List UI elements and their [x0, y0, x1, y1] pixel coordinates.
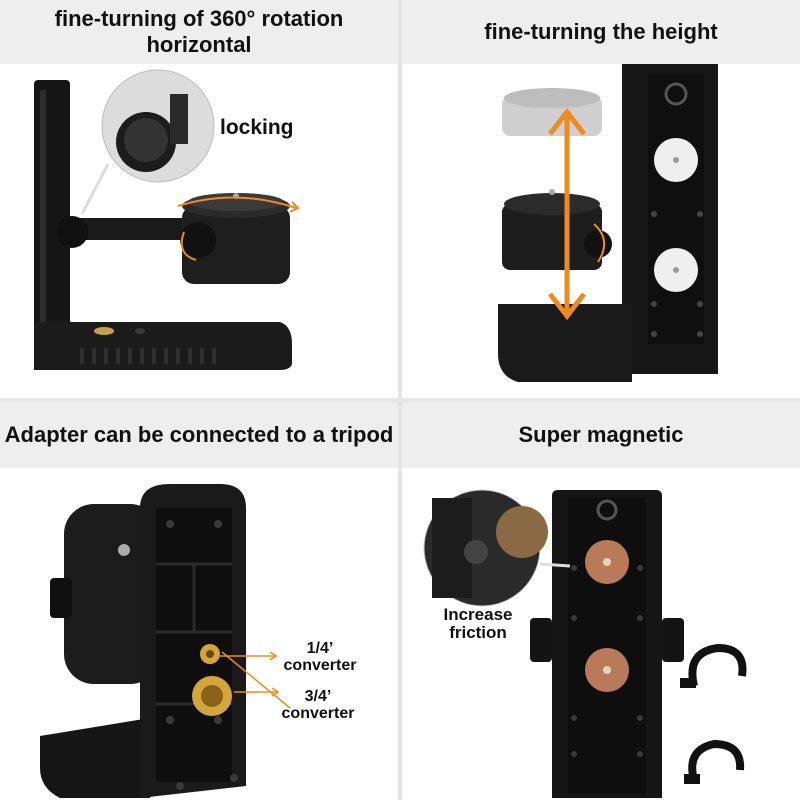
panel-header: Adapter can be connected to a tripod	[0, 402, 398, 468]
panel-header: fine-turning of 360° rotation horizontal	[0, 0, 398, 64]
panel-magnetic: Super magnetic	[402, 402, 800, 800]
panel-title: Super magnetic	[518, 422, 684, 447]
quarter-inch-converter-label: 1/4’ converter	[283, 640, 357, 674]
horseshoe-magnet-icon	[680, 643, 747, 688]
tripod-illustration	[0, 468, 398, 800]
panel-title: Adapter can be connected to a tripod	[4, 422, 394, 447]
locking-label: locking	[220, 116, 294, 139]
panel-divider	[0, 398, 800, 402]
panel-header: fine-turning the height	[402, 0, 800, 64]
magnetic-illustration	[402, 468, 800, 800]
panel-tripod: Adapter can be connected to a tripod	[0, 402, 398, 800]
height-illustration	[402, 64, 800, 398]
rotation-illustration	[0, 64, 398, 398]
panel-title: fine-turning the height	[484, 19, 718, 44]
panel-title: fine-turning of 360° rotation horizontal	[54, 6, 344, 57]
panel-header: Super magnetic	[402, 402, 800, 468]
horseshoe-magnet-icon	[684, 739, 745, 784]
panel-rotation: fine-turning of 360° rotation horizontal	[0, 0, 398, 398]
panel-height: fine-turning the height	[402, 0, 800, 398]
increase-friction-label: Increase friction	[443, 605, 513, 642]
three-quarter-inch-converter-label: 3/4’ converter	[281, 688, 355, 722]
